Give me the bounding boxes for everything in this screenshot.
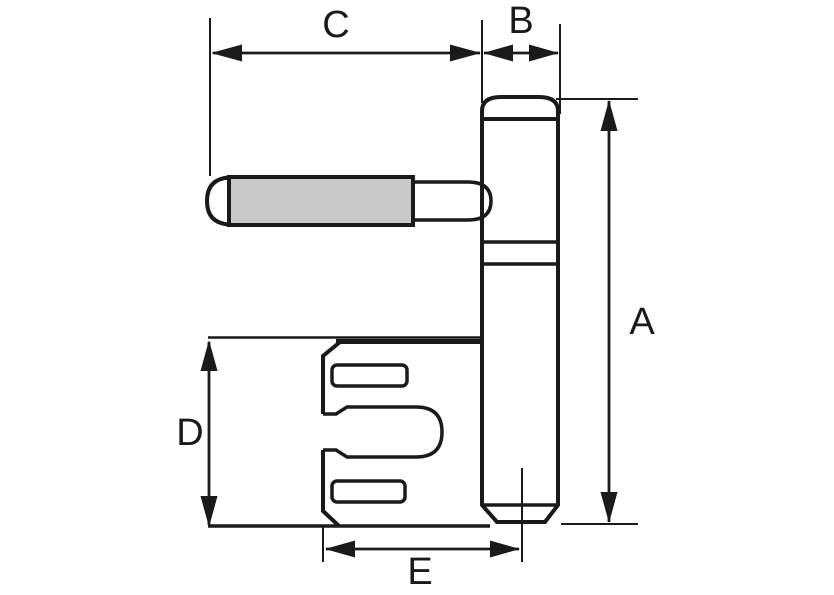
bracket-keyhole-slot [323,405,444,459]
arrow-b-right [529,44,559,62]
arrow-a-up [600,100,618,131]
barrel-body [480,95,560,524]
arrow-b-left [483,44,513,62]
dimension-label-d: D [176,412,203,454]
hinge-barrel [480,95,560,524]
mounting-bracket [208,336,490,528]
arrow-c-right [450,44,481,62]
pin-shaft [411,180,493,222]
bracket-screw-slot-top [330,363,409,388]
dimension-label-c: C [322,4,349,46]
dimension-label-e: E [407,551,432,593]
pin-rounded-tip [204,175,230,227]
arrow-d-down [200,496,218,527]
bracket-fold-lower [321,450,341,528]
extension-lines [209,18,638,562]
dimension-labels: C B A D E [176,0,655,593]
bracket-fold-upper [321,340,342,414]
arrow-e-right [490,540,520,558]
dimension-label-a: A [629,301,655,343]
arrow-a-down [600,492,618,523]
arrow-e-left [325,540,355,558]
hinge-pin [204,119,493,505]
arrow-c-left [211,44,242,62]
arrow-d-up [200,340,218,371]
dimension-label-b: B [508,0,533,42]
dimension-arrowheads [200,44,618,558]
pin-handle [227,175,415,227]
bracket-screw-slot-bottom [330,479,407,504]
